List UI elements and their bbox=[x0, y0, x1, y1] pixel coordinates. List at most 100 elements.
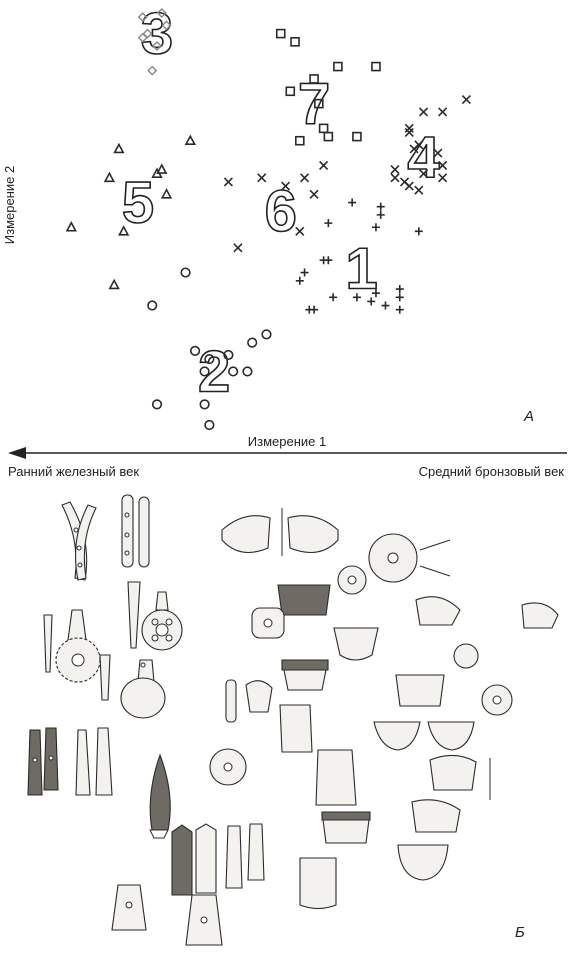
circle-marker-6 bbox=[204, 353, 215, 365]
plus-marker-1 bbox=[371, 223, 380, 232]
x-marker-17 bbox=[299, 173, 310, 183]
artifact-bullet-cheekpieces bbox=[171, 823, 265, 896]
x-marker-23 bbox=[233, 243, 243, 253]
plus-marker-7 bbox=[300, 268, 309, 277]
scatter-markers bbox=[65, 8, 471, 431]
square-marker-8 bbox=[352, 131, 362, 142]
x-marker-14 bbox=[414, 185, 424, 195]
time-axis-left-label: Ранний железный век bbox=[8, 464, 139, 479]
square-marker-6 bbox=[314, 98, 324, 109]
circle-marker-4 bbox=[189, 345, 201, 356]
plus-marker-12 bbox=[367, 297, 376, 306]
circle-marker-10 bbox=[151, 399, 163, 410]
square-marker-0 bbox=[275, 28, 286, 39]
triangle-marker-1 bbox=[184, 134, 196, 146]
x-marker-7 bbox=[433, 148, 443, 158]
square-marker-2 bbox=[333, 61, 343, 72]
x-marker-2 bbox=[438, 107, 448, 117]
plus-marker-10 bbox=[352, 293, 361, 302]
diamond-marker-4 bbox=[137, 32, 148, 43]
plus-marker-4 bbox=[414, 227, 423, 236]
square-marker-4 bbox=[309, 74, 319, 84]
diamond-marker-2 bbox=[161, 20, 172, 31]
circle-marker-5 bbox=[223, 349, 234, 361]
x-marker-0 bbox=[461, 94, 471, 105]
x-axis-label: Измерение 1 bbox=[248, 434, 326, 449]
x-marker-16 bbox=[319, 160, 329, 171]
panel-b-letter: Б bbox=[515, 924, 525, 941]
x-marker-22 bbox=[295, 226, 305, 236]
triangle-marker-5 bbox=[160, 188, 173, 199]
x-marker-4 bbox=[404, 127, 414, 138]
cluster-label-1: 1 bbox=[346, 236, 378, 301]
circle-marker-1 bbox=[147, 300, 158, 311]
cluster-label-6: 6 bbox=[265, 179, 297, 244]
x-marker-6 bbox=[409, 144, 419, 154]
artifact-shield-row-4 bbox=[209, 748, 491, 806]
circle-marker-0 bbox=[180, 267, 191, 278]
square-marker-10 bbox=[294, 135, 305, 146]
circle-marker-9 bbox=[242, 366, 253, 377]
artifact-small-figures bbox=[111, 884, 223, 946]
plus-marker-16 bbox=[395, 305, 404, 314]
triangle-marker-3 bbox=[151, 167, 163, 178]
artifact-crescent-pair bbox=[221, 508, 339, 556]
artifact-oval-plate bbox=[120, 659, 166, 719]
cluster-label-7: 7 bbox=[298, 72, 330, 137]
cluster-label-3: 3 bbox=[141, 2, 173, 67]
time-axis-right-label: Средний бронзовый век bbox=[419, 464, 565, 479]
artifact-illustrations bbox=[27, 494, 559, 946]
triangle-marker-0 bbox=[113, 142, 125, 154]
plus-marker-19 bbox=[324, 219, 333, 228]
x-marker-8 bbox=[438, 160, 448, 171]
circle-marker-8 bbox=[199, 366, 210, 377]
triangle-marker-4 bbox=[103, 171, 116, 183]
x-marker-11 bbox=[390, 173, 400, 183]
artifact-curved-cheekpiece bbox=[61, 501, 97, 581]
plus-marker-13 bbox=[395, 285, 404, 294]
artifact-toothed-rods bbox=[27, 727, 113, 796]
x-marker-10 bbox=[390, 164, 400, 175]
x-marker-3 bbox=[404, 123, 414, 133]
triangle-marker-2 bbox=[156, 163, 168, 174]
plus-marker-15 bbox=[381, 301, 390, 310]
x-marker-21 bbox=[223, 177, 233, 187]
plus-marker-6 bbox=[319, 256, 328, 265]
diamond-marker-0 bbox=[137, 12, 148, 23]
cluster-label-5: 5 bbox=[122, 171, 154, 236]
triangle-marker-7 bbox=[118, 225, 130, 236]
circle-marker-2 bbox=[261, 329, 272, 340]
artifact-shield-row-2 bbox=[281, 627, 513, 716]
y-axis-label: Измерение 2 bbox=[2, 166, 17, 244]
artifact-shield-row-1 bbox=[251, 565, 559, 639]
x-marker-18 bbox=[257, 173, 267, 183]
artifact-leaf-blade bbox=[149, 753, 171, 839]
artifact-round-disc-large bbox=[368, 533, 451, 583]
diamond-marker-5 bbox=[152, 40, 162, 51]
plus-marker-14 bbox=[395, 293, 404, 302]
diamond-marker-6 bbox=[147, 65, 158, 76]
panel-a-letter: А bbox=[523, 408, 534, 425]
circle-marker-11 bbox=[199, 399, 210, 410]
plus-marker-2 bbox=[376, 202, 385, 211]
x-marker-15 bbox=[404, 181, 414, 191]
artifact-shield-row-5 bbox=[299, 799, 461, 910]
triangle-marker-8 bbox=[108, 278, 120, 290]
circle-marker-12 bbox=[204, 419, 215, 431]
square-marker-3 bbox=[371, 61, 381, 72]
diamond-marker-1 bbox=[156, 8, 167, 18]
x-marker-20 bbox=[309, 189, 319, 199]
x-marker-13 bbox=[438, 173, 448, 183]
x-marker-19 bbox=[280, 181, 291, 191]
circle-marker-3 bbox=[247, 337, 258, 348]
time-arrow bbox=[8, 447, 567, 459]
x-marker-1 bbox=[418, 107, 429, 117]
plus-marker-18 bbox=[310, 305, 319, 314]
x-marker-9 bbox=[418, 169, 429, 179]
plus-marker-3 bbox=[376, 210, 385, 219]
square-marker-9 bbox=[323, 131, 334, 142]
plus-marker-9 bbox=[371, 289, 380, 298]
